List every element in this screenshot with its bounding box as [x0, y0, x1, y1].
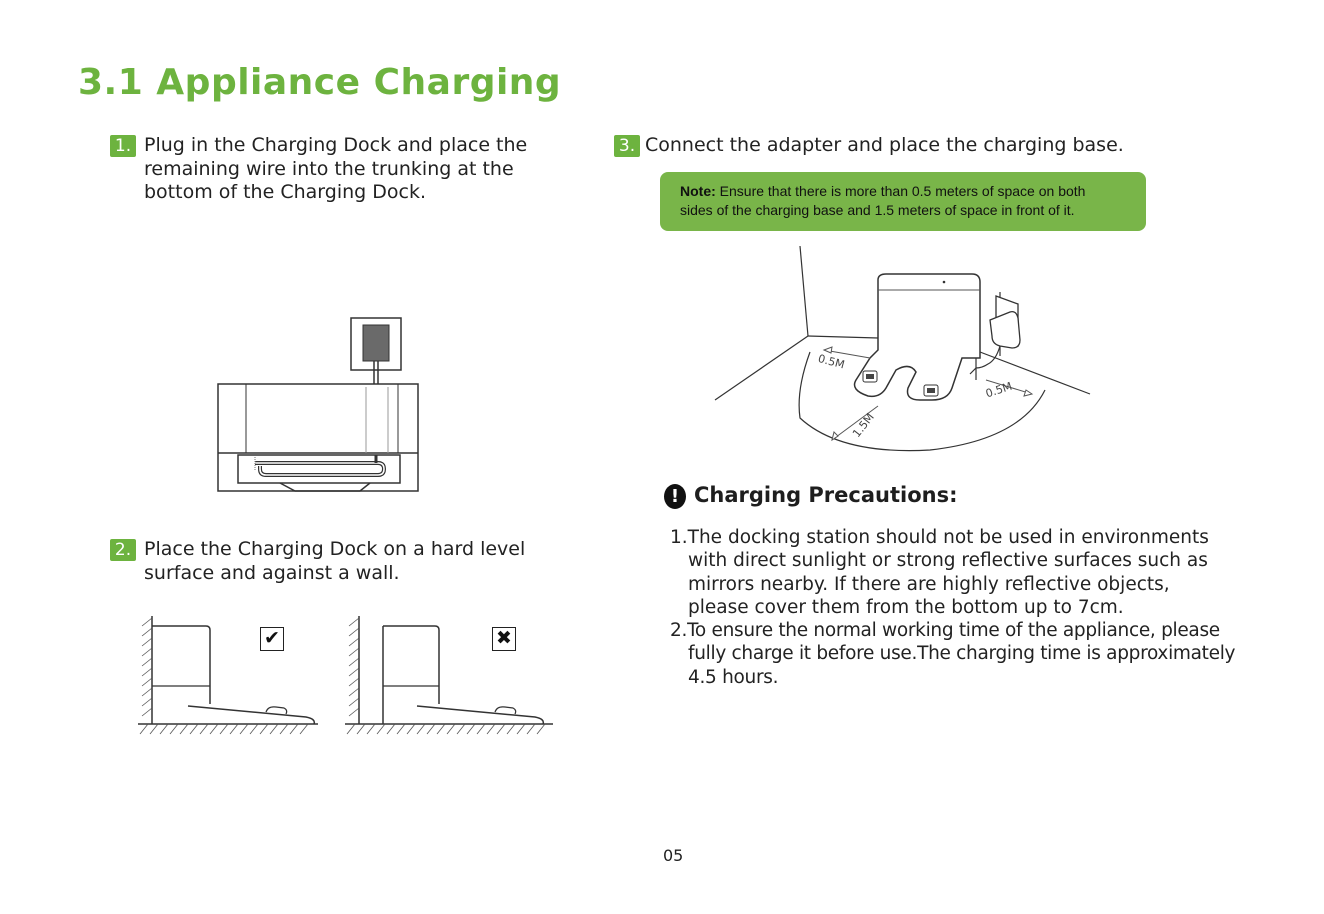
exclamation-icon: !	[664, 483, 686, 509]
step-2-badge: 2.	[110, 539, 136, 561]
note-label: Note:	[680, 183, 716, 199]
step-2-text: Place the Charging Dock on a hard level …	[144, 538, 526, 584]
wrong-placement-figure	[345, 616, 553, 735]
page-number: 05	[663, 846, 684, 865]
step-2: 2. Place the Charging Dock on a hard lev…	[110, 538, 570, 586]
step-1-badge: 1.	[110, 135, 136, 157]
step-1-text: Plug in the Charging Dock and place the …	[144, 134, 528, 203]
note-text-line2: sides of the charging base and 1.5 meter…	[680, 201, 1075, 218]
precautions-heading: ! Charging Precautions:	[664, 483, 957, 509]
step-3: 3. Connect the adapter and place the cha…	[614, 134, 1174, 160]
step-3-text: Connect the adapter and place the chargi…	[645, 134, 1124, 156]
checkmark-icon: ✔	[260, 627, 284, 651]
precautions-title: Charging Precautions:	[694, 483, 958, 507]
precautions-list: 1.The docking station should not be used…	[670, 526, 1270, 689]
charging-base-clearance-figure	[714, 245, 1091, 452]
charging-dock-wiring-figure	[217, 317, 419, 492]
cross-icon: ✖	[492, 627, 516, 651]
page-title: 3.1 Appliance Charging	[78, 62, 562, 103]
step-3-badge: 3.	[614, 135, 640, 157]
precaution-item-2: 2.To ensure the normal working time of t…	[670, 620, 1236, 688]
precaution-item-1: 1.The docking station should not be used…	[670, 527, 1209, 618]
note-box: Note: Ensure that there is more than 0.5…	[660, 172, 1146, 231]
note-text-line1: Ensure that there is more than 0.5 meter…	[719, 183, 1086, 199]
step-1: 1. Plug in the Charging Dock and place t…	[110, 134, 570, 206]
correct-placement-figure	[138, 616, 318, 735]
